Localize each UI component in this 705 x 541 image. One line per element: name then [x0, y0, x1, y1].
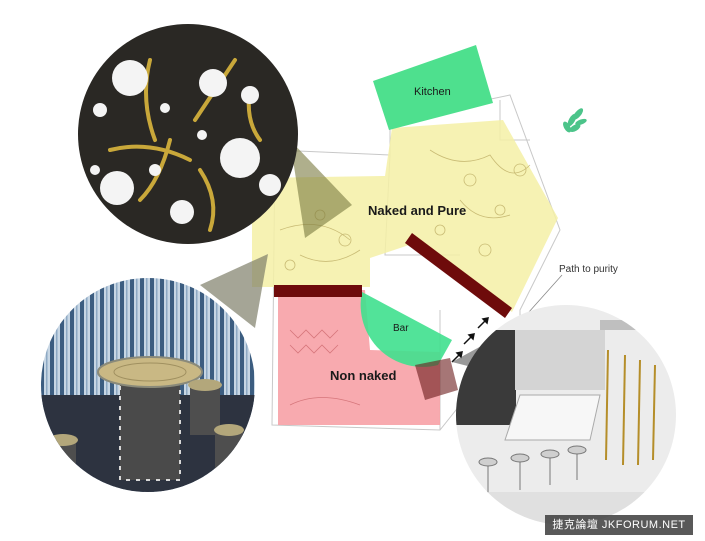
bar-label: Bar [393, 323, 409, 334]
callout-wedge-left [200, 254, 268, 328]
naked-pure-label: Naked and Pure [368, 203, 467, 218]
non-naked-furniture [289, 329, 361, 406]
path-to-purity-label: Path to purity [559, 264, 618, 275]
divider-wall-left [274, 285, 362, 297]
non-naked-zone [278, 290, 440, 425]
dark-passage [415, 358, 458, 400]
divider-wall-diagonal [405, 233, 512, 318]
bar-zone [360, 292, 452, 367]
kitchen-label: Kitchen [414, 86, 451, 98]
naked-pure-furniture [279, 149, 531, 271]
naked-pure-zone [252, 120, 558, 312]
non-naked-label: Non naked [330, 368, 397, 383]
photo-table-top-view [78, 24, 298, 244]
leaf-logo-icon [563, 108, 587, 133]
callout-wedge-top [290, 140, 352, 238]
photo-bar-render [456, 305, 676, 525]
kitchen-zone [373, 45, 493, 130]
watermark-text: 捷克論壇 JKFORUM.NET [545, 515, 693, 535]
path-arrows [451, 317, 489, 363]
photo-stump-tables [41, 278, 255, 492]
